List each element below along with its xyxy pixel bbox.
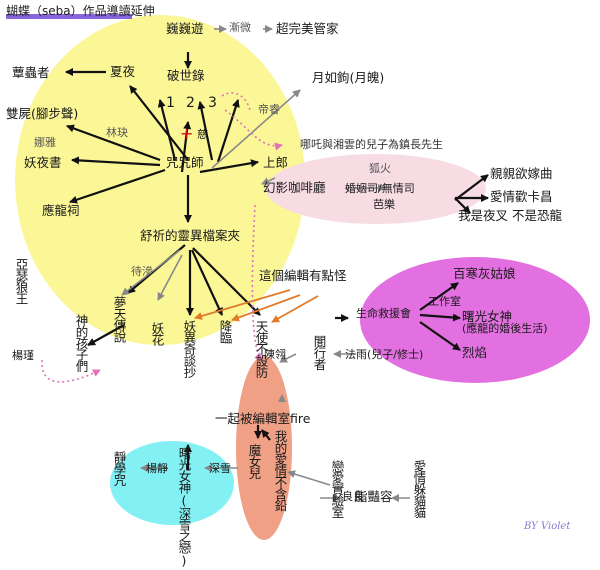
node-nuoya: 娜雅 xyxy=(34,136,56,149)
number-1: 1 xyxy=(166,95,175,111)
node-huanying: 幻影咖啡廳 xyxy=(263,180,326,195)
node-yaoxi: 亞瑟狼王 xyxy=(13,258,29,304)
node-yaohua: 妖花 xyxy=(149,322,165,345)
node-aiqing-kazhi: 愛情歡卡昌 xyxy=(490,189,553,204)
signature: BY Violet xyxy=(524,521,571,532)
node-huangchongzhe: 蕈蟲者 xyxy=(12,65,50,80)
node-liezhe: 烈焰 xyxy=(462,345,488,360)
node-baihe: 百寒灰姑娘 xyxy=(453,266,516,281)
node-dishi: 帝睿 xyxy=(258,103,280,116)
title-underline xyxy=(6,14,132,19)
node-yangjing: 楊靜 xyxy=(146,462,168,475)
node-mengtian: 夢天傳說 xyxy=(111,296,127,342)
node-yaoyi: 妖異奇談抄 xyxy=(181,320,197,378)
node-xuguang: 曙光女神 xyxy=(462,309,513,324)
number-2: 2 xyxy=(186,95,195,111)
node-fayu: 法雨(兒子/修士) xyxy=(345,348,424,361)
node-chaowanmei: 超完美管家 xyxy=(276,21,339,36)
node-bianjishi: 一起被編輯室fire xyxy=(215,411,311,426)
node-jiaoyeshu: 妖夜書 xyxy=(24,155,62,170)
node-langhuo: 狐火 xyxy=(369,162,391,175)
node-jianwei: 漸微 xyxy=(229,21,251,34)
node-jingxue: 靜學咒 xyxy=(111,451,127,486)
node-molv: 魔女兒 xyxy=(246,444,262,479)
node-shenxue: 深雪 xyxy=(209,462,231,475)
node-woshiyecha: 我是夜叉 不是恐龍 xyxy=(458,208,562,223)
node-liangliang: 良良 xyxy=(342,490,364,503)
pink-region xyxy=(266,154,486,224)
magenta-region xyxy=(360,257,590,383)
node-tianshi: 天使不設防 xyxy=(253,320,269,378)
node-shengming: 生命救援會 xyxy=(356,307,411,320)
node-xuguang2: 曙光女神(深雪之戀) xyxy=(176,447,192,567)
node-zhuozhou: 咒咒師 xyxy=(166,155,204,170)
node-weijiyou: 巍巍遊 xyxy=(166,21,204,36)
yellow-region xyxy=(15,15,305,345)
number-3: 3 xyxy=(208,95,217,111)
node-zheige: 這個編輯有點怪 xyxy=(259,268,347,283)
node-xiaye: 夏夜 xyxy=(110,64,136,79)
node-gongzuoshi: 工作室 xyxy=(428,295,461,308)
node-chenyi: 陳翎 xyxy=(264,348,286,361)
node-aiqingqian: 愛情躲貓貓 xyxy=(411,460,427,518)
node-lianai: 戀愛實驗室 xyxy=(329,460,345,518)
salmon-region xyxy=(236,356,292,540)
node-shuangzhi: 雙屍(腳步聲) xyxy=(6,106,79,121)
node-baiyue: 芭樂 xyxy=(373,198,395,211)
node-jiulongci: 應龍祠 xyxy=(42,203,80,218)
node-pojielu: 破世錄 xyxy=(167,68,205,83)
node-shen-zi: 神的孩子們 xyxy=(73,314,89,372)
node-yangji: 楊瑾 xyxy=(12,349,34,362)
node-xingzhe: 闇行者 xyxy=(311,335,327,370)
node-nazha: 哪吒與湘雲的兒子為鎮長先生 xyxy=(300,138,443,151)
node-linyu: 林玦 xyxy=(106,126,128,139)
node-yinyuansi: 婚姻司/無情司 xyxy=(345,182,415,195)
node-shuxi: 舒祈的靈異檔案夾 xyxy=(140,228,241,243)
node-jianggu: 降臨 xyxy=(217,320,233,343)
node-xuguang-sub: (應龍的婚後生活) xyxy=(462,322,548,335)
cyan-region xyxy=(110,441,234,525)
node-yuerugou: 月如鉤(月魄) xyxy=(312,70,385,85)
node-shanglang: 上郎 xyxy=(263,155,289,170)
node-wode: 我的愛情不含鉛 xyxy=(272,430,288,511)
diagram-title: 蝴蝶（seba）作品導讀延伸 xyxy=(6,4,155,18)
plus-sign: + xyxy=(180,124,194,143)
node-qinqin: 親親欲嫁曲 xyxy=(490,166,553,181)
node-daixiang: 待滲 xyxy=(131,265,153,278)
node-ci: 慈 xyxy=(197,128,208,141)
node-zhixiang: 脂豔容 xyxy=(355,489,393,504)
